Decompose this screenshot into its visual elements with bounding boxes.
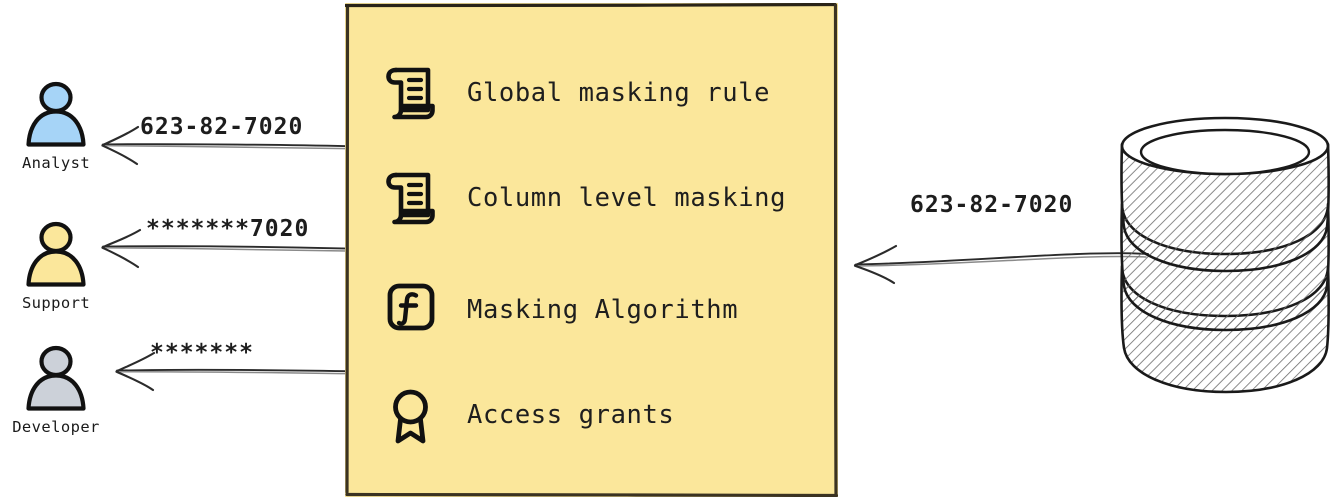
arrow-left-icon <box>101 125 349 166</box>
arrow-left-icon <box>115 351 349 392</box>
policy-item-label: Masking Algorithm <box>467 295 739 325</box>
actor-label: Developer <box>12 418 100 436</box>
flow-support: *******7020 <box>96 212 349 282</box>
policy-box: Global masking rule Column level masking <box>345 3 838 497</box>
award-icon <box>393 389 428 444</box>
flow-value-developer: ******* <box>150 340 254 366</box>
flow-value-analyst: 623-82-7020 <box>140 114 304 140</box>
flow-database-to-policy: 623-82-7020 <box>848 190 1149 285</box>
scroll-icon <box>386 67 435 120</box>
actor-support[interactable]: Support <box>0 218 114 312</box>
scroll-icon <box>386 172 435 225</box>
arrow-left-icon <box>853 244 1149 285</box>
policy-item-column-level-masking[interactable]: Column level masking <box>383 162 786 234</box>
policy-item-global-masking-rule[interactable]: Global masking rule <box>383 57 770 129</box>
flow-value-database: 623-82-7020 <box>910 192 1074 218</box>
person-icon <box>26 221 86 287</box>
actor-label: Support <box>21 294 91 312</box>
person-icon <box>26 345 86 411</box>
flow-value-support: *******7020 <box>146 216 310 242</box>
arrow-left-icon <box>101 228 349 269</box>
policy-item-access-grants[interactable]: Access grants <box>383 379 674 451</box>
actor-analyst[interactable]: Analyst <box>0 78 114 172</box>
function-icon <box>387 283 435 331</box>
policy-item-label: Global masking rule <box>467 78 771 108</box>
person-icon <box>26 81 86 147</box>
flow-developer: ******* <box>110 336 349 406</box>
policy-list: Global masking rule Column level masking <box>345 3 838 497</box>
flow-analyst: 623-82-7020 <box>96 110 349 180</box>
policy-item-label: Access grants <box>467 400 675 430</box>
actor-label: Analyst <box>21 154 91 172</box>
policy-item-masking-algorithm[interactable]: Masking Algorithm <box>383 274 738 346</box>
policy-item-label: Column level masking <box>467 183 787 213</box>
actor-developer[interactable]: Developer <box>0 342 114 436</box>
database-cylinder-icon <box>1120 116 1330 394</box>
